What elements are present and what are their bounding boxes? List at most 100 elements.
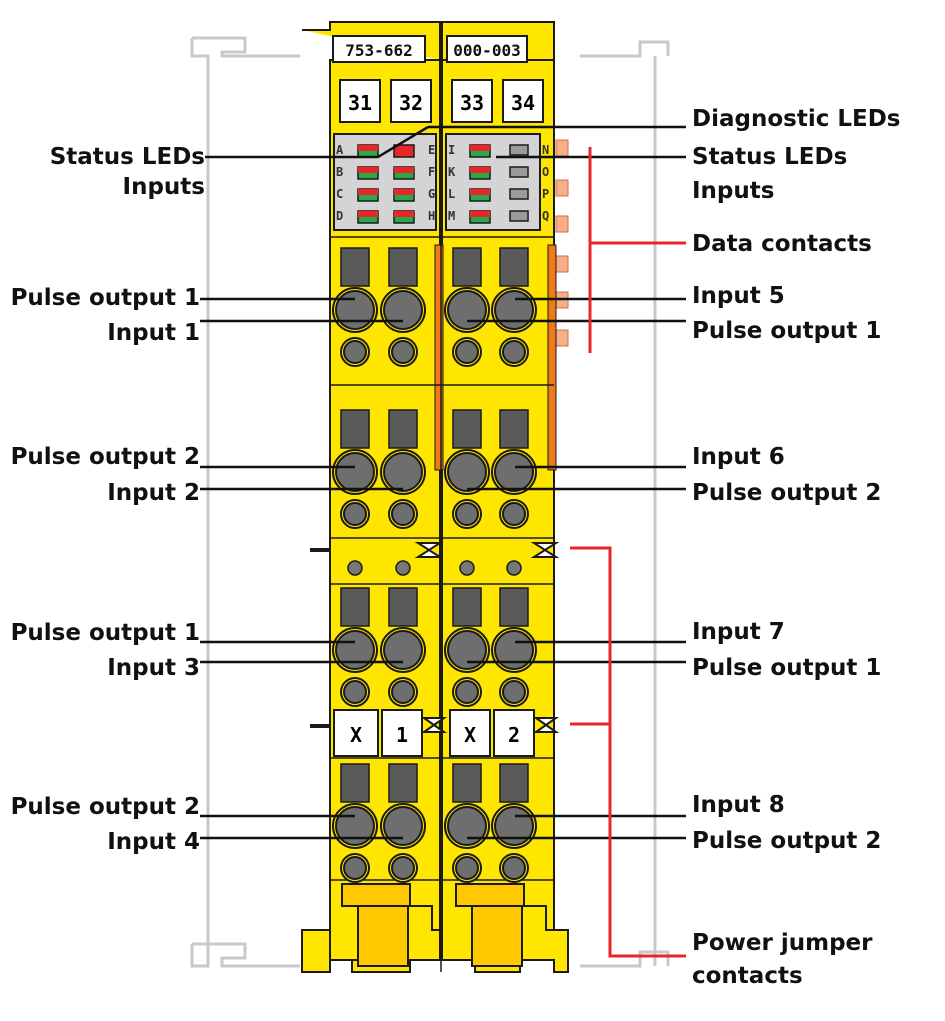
- svg-text:A: A: [336, 143, 344, 157]
- label-power-jumper-2: contacts: [692, 963, 803, 989]
- label-pulse-output-1-left-b: Pulse output 1: [10, 620, 200, 646]
- marker-x-left: [333, 709, 379, 757]
- marker-1: [381, 709, 423, 757]
- status-led-left-3-red2: [358, 211, 378, 217]
- test-hole-3-1-1: [502, 856, 526, 880]
- test-hole-3-1-0: [455, 856, 479, 880]
- label-input-2: Input 2: [107, 480, 200, 506]
- status-led-gray-0: [509, 144, 529, 156]
- svg-text:P: P: [542, 187, 549, 201]
- test-hole-3-0-1: [391, 856, 415, 880]
- label-input-8: Input 8: [692, 792, 785, 818]
- status-led-left2-1-red2: [394, 167, 414, 173]
- clamp-hole-1-0-1: [383, 452, 423, 492]
- status-led-right-1-red2: [470, 167, 490, 173]
- test-hole-2-1-0: [455, 680, 479, 704]
- terminal-tile-33: [451, 79, 493, 123]
- test-hole-1-0-1: [391, 502, 415, 526]
- terminal-tile-31: [339, 79, 381, 123]
- svg-text:L: L: [448, 187, 455, 201]
- label-input-4: Input 4: [107, 829, 200, 855]
- label-pulse-output-1-right-a: Pulse output 1: [692, 318, 882, 344]
- order-label-box: [332, 35, 426, 63]
- test-hole-3-0-0: [343, 856, 367, 880]
- svg-text:C: C: [336, 187, 343, 201]
- push-button-0-1-1: [499, 247, 529, 287]
- push-button-0-0-1: [388, 247, 418, 287]
- clamp-hole-1-0-0: [335, 452, 375, 492]
- clamp-hole-3-0-0: [335, 806, 375, 846]
- test-hole-1-1-1: [502, 502, 526, 526]
- order-number: 753-662: [345, 41, 412, 60]
- clamp-hole-1-1-1: [494, 452, 534, 492]
- leader-lines: [200, 125, 686, 840]
- push-button-3-0-0: [340, 763, 370, 803]
- svg-text:F: F: [428, 165, 435, 179]
- clamp-hole-0-0-1: [383, 290, 423, 330]
- terminal-tile-34: [502, 79, 544, 123]
- label-input-6: Input 6: [692, 444, 785, 470]
- push-button-1-0-0: [340, 409, 370, 449]
- push-button-0-1-0: [452, 247, 482, 287]
- status-led-left-2-red2: [358, 189, 378, 195]
- status-led-right-0-red2: [470, 145, 490, 151]
- power-jumper-contacts: [341, 883, 556, 967]
- label-status-leds-left: Status LEDs: [49, 144, 205, 170]
- clamp-hole-3-0-1: [383, 806, 423, 846]
- marker-x-right-text: X: [464, 723, 476, 747]
- bridge-contacts: [347, 560, 522, 576]
- clamp-hole-2-0-0: [335, 630, 375, 670]
- status-led-left2-2-red2: [394, 189, 414, 195]
- clamp-hole-2-1-0: [447, 630, 487, 670]
- label-diagnostic-leds: Diagnostic LEDs: [692, 106, 901, 132]
- svg-text:G: G: [428, 187, 435, 201]
- diagnostic-led: [393, 144, 415, 158]
- clamp-hole-0-0-0: [335, 290, 375, 330]
- marker-x-right: [449, 709, 491, 757]
- label-pulse-output-1-left-a: Pulse output 1: [10, 285, 200, 311]
- status-led-left2-3-red2: [394, 211, 414, 217]
- clamp-hole-2-0-1: [383, 630, 423, 670]
- label-pulse-output-2-right-a: Pulse output 2: [692, 480, 882, 506]
- status-led-right-2-red2: [470, 189, 490, 195]
- terminal-31: 31: [348, 91, 372, 115]
- label-pulse-output-2-left-b: Pulse output 2: [10, 794, 200, 820]
- svg-text:O: O: [542, 165, 549, 179]
- label-pulse-output-2-right-b: Pulse output 2: [692, 828, 882, 854]
- svg-text:E: E: [428, 143, 435, 157]
- terminal-tile-32: [390, 79, 432, 123]
- svg-text:D: D: [336, 209, 343, 223]
- svg-text:K: K: [448, 165, 456, 179]
- orange-strip-right: [547, 244, 557, 471]
- led-group: [357, 144, 529, 224]
- label-pulse-output-1-right-b: Pulse output 1: [692, 655, 882, 681]
- status-led-left-1-red2: [358, 167, 378, 173]
- svg-text:B: B: [336, 165, 343, 179]
- section-dividers: [330, 22, 554, 972]
- label-input-5: Input 5: [692, 283, 785, 309]
- test-hole-0-0-1: [391, 340, 415, 364]
- red-brackets: [570, 147, 686, 958]
- label-power-jumper-1: Power jumper: [692, 930, 873, 956]
- push-button-2-1-0: [452, 587, 482, 627]
- label-inputs-left: Inputs: [122, 174, 205, 200]
- test-hole-2-0-1: [391, 680, 415, 704]
- clamp-hole-1-1-0: [447, 452, 487, 492]
- svg-text:Q: Q: [542, 209, 549, 223]
- side-ticks: [310, 548, 330, 728]
- clamp-hole-0-1-1: [494, 290, 534, 330]
- label-data-contacts: Data contacts: [692, 231, 872, 257]
- test-hole-2-1-1: [502, 680, 526, 704]
- led-panel-left: [333, 133, 437, 231]
- terminal-32: 32: [399, 91, 423, 115]
- test-hole-1-0-0: [343, 502, 367, 526]
- test-hole-0-1-0: [455, 340, 479, 364]
- svg-text:M: M: [448, 209, 455, 223]
- status-led-gray-3: [509, 210, 529, 222]
- suffix-label-box: [446, 35, 528, 63]
- clamp-hole-0-1-0: [447, 290, 487, 330]
- data-contact-tabs: [555, 139, 569, 347]
- marker-1-text: 1: [396, 723, 408, 747]
